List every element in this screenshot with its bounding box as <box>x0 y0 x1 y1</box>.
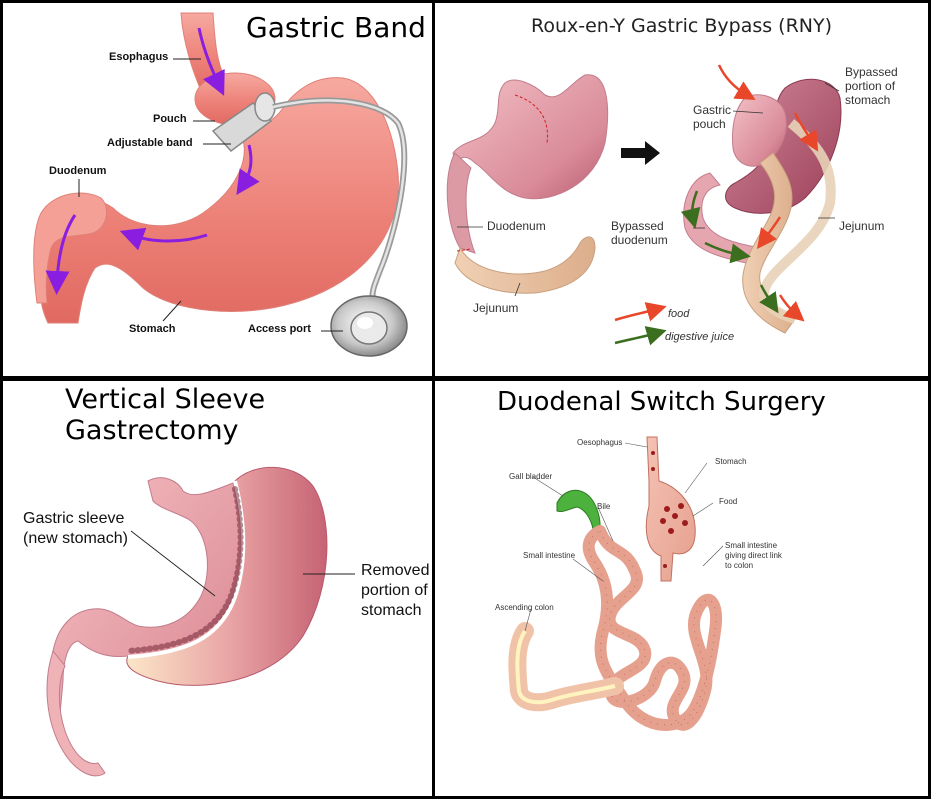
label-bile: Bile <box>597 502 611 511</box>
duodenal-switch-title: Duodenal Switch Surgery <box>497 387 826 417</box>
label-rny-jejunum-right: Jejunum <box>839 219 885 233</box>
rny-food-arrows <box>717 64 819 322</box>
label-rny-jejunum-left: Jejunum <box>473 301 519 315</box>
sleeve-panel: Vertical Sleeve Gastrectomy Gastric slee… <box>3 381 432 796</box>
transform-arrow <box>621 141 660 165</box>
label-oesophagus: Oesophagus <box>577 438 623 447</box>
label-adjustable-band: Adjustable band <box>107 137 193 149</box>
staple-line <box>125 486 244 654</box>
rny-normal-duodenum <box>446 152 476 254</box>
label-small-intestine: Small intestine <box>523 551 576 560</box>
ds-oesophagus <box>645 436 696 582</box>
sleeve-title: Vertical Sleeve Gastrectomy <box>65 384 266 446</box>
sleeve-illustration <box>46 466 355 777</box>
flow-arrow-pouch <box>236 144 260 195</box>
label-gastric-sleeve: Gastric sleeve(new stomach) <box>23 510 128 547</box>
flow-arrow-duodenum <box>45 214 77 295</box>
legend-food-arrow <box>614 302 667 322</box>
legend-juice-arrow <box>614 326 667 346</box>
label-pouch: Pouch <box>153 113 187 125</box>
sleeve-duodenum <box>46 649 106 777</box>
legend-juice-label: digestive juice <box>665 331 735 343</box>
label-esophagus: Esophagus <box>109 51 169 63</box>
gastric-band-illustration <box>33 12 408 357</box>
ds-food-dots <box>651 451 688 568</box>
ds-gall-bladder <box>556 489 601 530</box>
rny-normal-jejunum <box>454 236 596 294</box>
stomach-shape <box>39 77 399 324</box>
rny-normal-stomach <box>452 74 609 200</box>
rny-illustration <box>446 64 842 346</box>
label-ascending-colon: Ascending colon <box>495 603 554 612</box>
rny-title: Roux-en-Y Gastric Bypass (RNY) <box>530 15 833 37</box>
label-duodenum: Duodenum <box>49 165 107 177</box>
label-ds-stomach: Stomach <box>715 457 747 466</box>
gastric-band-title: Gastric Band <box>246 11 426 44</box>
rny-juice-arrows <box>680 190 779 314</box>
legend-food-label: food <box>668 308 690 320</box>
duodenal-switch-panel: Duodenal Switch Surgery Oesophagus Stoma… <box>435 381 928 796</box>
flow-arrow-stomach <box>119 227 208 251</box>
label-ds-food: Food <box>719 497 738 506</box>
label-gall-bladder: Gall bladder <box>509 472 553 481</box>
duodenum-shape <box>33 192 108 304</box>
ds-small-intestine <box>582 525 723 731</box>
gastric-band-panel: Gastric Band Esophagus Pouch Adjustable … <box>3 3 432 376</box>
duodenal-switch-illustration <box>508 436 724 731</box>
label-access-port: Access port <box>248 323 311 335</box>
label-stomach: Stomach <box>129 323 176 335</box>
label-rny-duodenum: Duodenum <box>487 219 546 233</box>
flow-arrow-esophagus <box>197 27 225 96</box>
